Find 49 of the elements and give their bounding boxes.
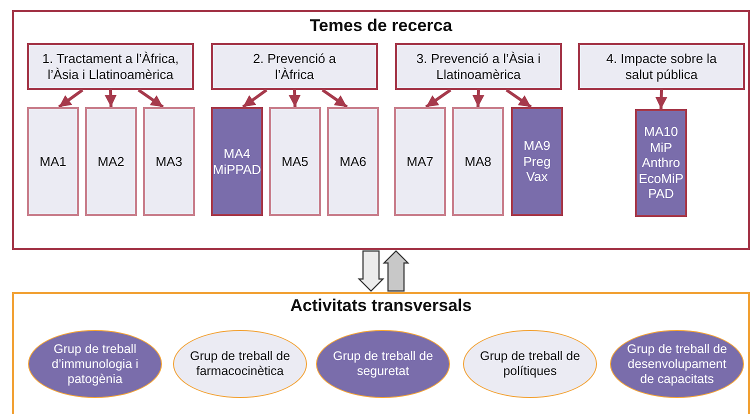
arrow [425,88,452,108]
project-label: MA5 [280,154,310,170]
project-box [452,107,504,216]
arrow [242,88,268,108]
project-box [27,107,79,216]
project-label: MA10 MiP Anthro EcoMiP PAD [638,124,685,202]
project-label: MA2 [96,154,126,170]
theme-box [578,43,745,90]
arrow [655,90,668,110]
arrow [472,90,484,108]
arrow [104,90,117,108]
arrow [138,88,164,108]
project-box [511,107,563,216]
section-heading: Temes de recerca [308,16,454,36]
theme-box [27,43,194,90]
project-box [269,107,321,216]
project-box [394,107,446,216]
project-label: MA6 [338,154,368,170]
project-label: MA4 MiPPAD [212,146,262,178]
project-label: MA8 [464,154,492,170]
arrow [506,88,532,108]
project-label: MA9 Preg Vax [522,138,552,185]
theme-label: 2. Prevenció a l’Àfrica [252,50,338,82]
project-box [143,107,195,216]
theme-box [211,43,378,90]
group-label: Grup de treball de farmacocinètica [188,349,292,379]
group-label: Grup de treball de polítiques [478,349,582,379]
block-arrow [358,250,384,292]
project-label: MA1 [38,154,68,170]
section-heading: Activitats transversals [289,296,473,316]
group-label: Grup de treball de seguretat [332,349,434,379]
project-label: MA7 [406,154,434,170]
group-label: Grup de treball de desenvolupament de capacitats [626,342,728,386]
group-label: Grup de treball d’immunologia i patogènia [50,342,140,386]
theme-box [395,43,562,90]
theme-label: 1. Tractament a l’Àfrica, l’Àsia i Llatinoamèrica [41,50,180,82]
arrow [58,88,84,108]
arrow [288,90,301,108]
project-box [85,107,137,216]
group-panel [12,292,750,414]
project-box [635,109,687,217]
arrow [322,88,348,108]
group-panel [12,10,750,250]
project-box [327,107,379,216]
theme-label: 3. Prevenció a l’Àsia i Llatinoamèrica [415,50,542,82]
theme-label: 4. Impacte sobre la salut pública [605,50,718,82]
project-label: MA3 [154,154,184,170]
block-arrow [382,250,410,292]
project-box [211,107,263,216]
